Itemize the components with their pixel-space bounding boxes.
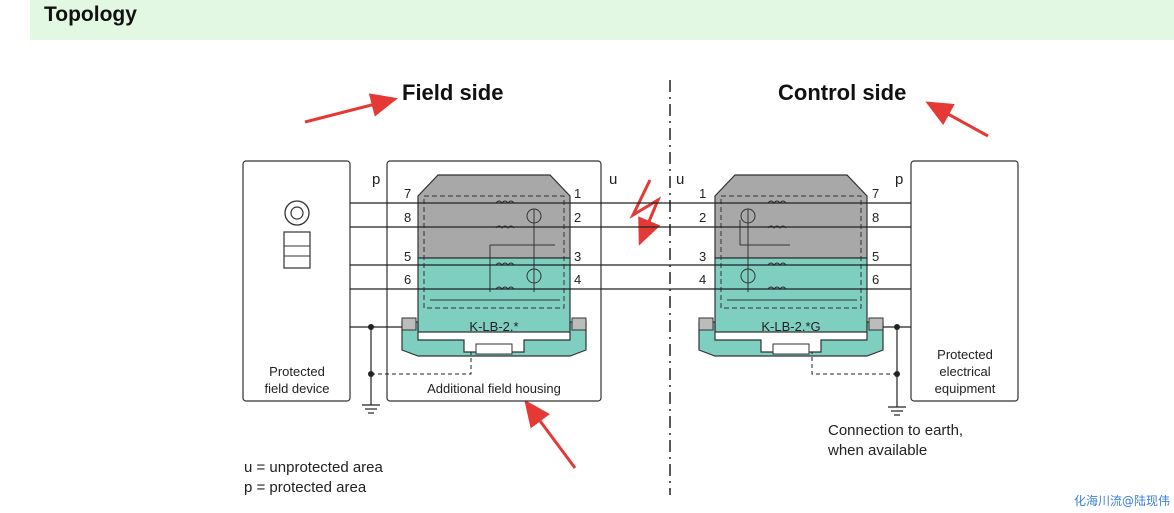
signal-wires <box>350 202 911 290</box>
right-module-label: K-LB-2.*G <box>761 319 820 334</box>
right-device-label-2: electrical <box>939 364 990 379</box>
field-transmitter-icon <box>283 200 311 269</box>
left-p-terminal-1: 7 <box>404 186 411 201</box>
legend-unprotected: u = unprotected area <box>244 459 384 476</box>
right-u-terminal-4: 4 <box>699 272 706 287</box>
left-ground-icon <box>362 404 380 414</box>
red-arrow-control-side <box>925 101 989 138</box>
right-p-label: p <box>895 171 903 188</box>
page-title: Topology <box>44 3 137 26</box>
right-u-terminal-1: 1 <box>699 186 706 201</box>
right-p-terminal-1: 7 <box>872 186 879 201</box>
right-ground-icon <box>888 406 906 416</box>
left-u-terminal-3: 3 <box>574 249 581 264</box>
housing-label: Additional field housing <box>427 381 561 396</box>
left-p-terminal-3: 5 <box>404 249 411 264</box>
left-device-label-2: field device <box>264 381 329 396</box>
left-p-label: p <box>372 171 380 188</box>
earth-note-line-2: when available <box>827 442 927 459</box>
red-arrow-housing <box>524 399 577 469</box>
right-earth-connection <box>811 324 911 407</box>
right-surge-module <box>698 174 884 357</box>
right-device-label-1: Protected <box>937 347 993 362</box>
right-u-terminal-3: 3 <box>699 249 706 264</box>
right-p-terminal-4: 6 <box>872 272 879 287</box>
right-p-terminal-2: 8 <box>872 210 879 225</box>
left-earth-connection <box>350 324 472 405</box>
earth-note-line-1: Connection to earth, <box>828 422 963 439</box>
left-u-label: u <box>609 171 617 188</box>
protected-electrical-equipment-box <box>910 160 1019 402</box>
field-side-label: Field side <box>402 80 503 105</box>
watermark: 化海川流@陆现伟 <box>1073 494 1170 508</box>
left-p-terminal-4: 6 <box>404 272 411 287</box>
left-device-label-1: Protected <box>269 364 325 379</box>
left-u-terminal-2: 2 <box>574 210 581 225</box>
left-u-terminal-4: 4 <box>574 272 581 287</box>
lightning-icon <box>629 179 662 246</box>
left-p-terminal-2: 8 <box>404 210 411 225</box>
right-device-label-3: equipment <box>935 381 996 396</box>
right-u-label: u <box>676 171 684 188</box>
protected-field-device-box <box>242 160 351 402</box>
legend-protected: p = protected area <box>244 479 367 496</box>
control-side-label: Control side <box>778 80 906 105</box>
left-surge-module <box>401 174 587 357</box>
red-arrow-field-side <box>304 93 398 124</box>
left-u-terminal-1: 1 <box>574 186 581 201</box>
header-bar: Topology <box>30 0 1174 40</box>
left-module-label: K-LB-2.* <box>469 319 518 334</box>
right-p-terminal-3: 5 <box>872 249 879 264</box>
right-u-terminal-2: 2 <box>699 210 706 225</box>
